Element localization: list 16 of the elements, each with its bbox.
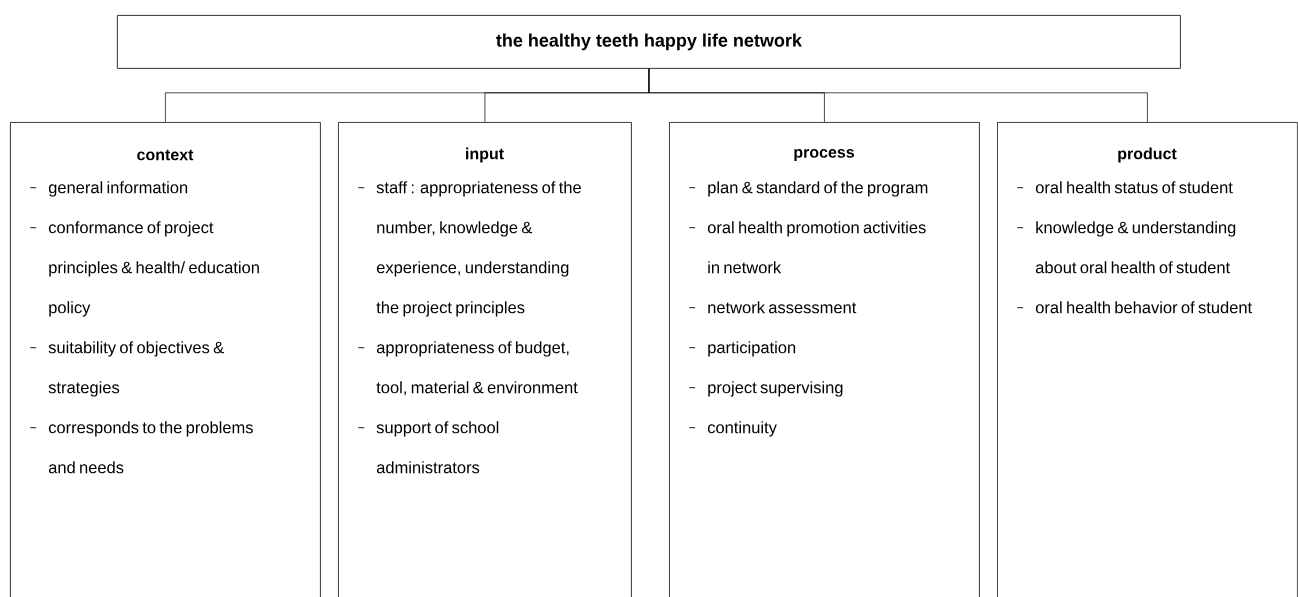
list-item: project supervising bbox=[688, 381, 843, 397]
title-box: the healthy teeth happy life network bbox=[117, 15, 1181, 69]
column-box: process plan & standard of the program oral health promotion activities in network network assessment participation project supervising continuity bbox=[669, 122, 980, 597]
list-item: plan & standard of the program bbox=[688, 181, 928, 197]
column-box: product oral health status of student knowledge & understanding about oral health of student oral health behavior of student bbox=[997, 122, 1298, 597]
connector-line bbox=[648, 68, 1148, 123]
list-item: participation bbox=[688, 341, 796, 357]
list-item: oral health behavior of student bbox=[1016, 301, 1252, 314]
column-box: context general information conformance of project principles & health/ education policy suitability of objectives & strategies corresponds to the problems and needs bbox=[10, 122, 321, 597]
list-item: corresponds to the problems and needs bbox=[29, 421, 253, 474]
list-item: general information bbox=[29, 181, 188, 197]
list-item: continuity bbox=[688, 421, 777, 437]
list-item: oral health status of student bbox=[1016, 181, 1233, 194]
list-item: support of school administrators bbox=[357, 421, 499, 474]
list-item: network assessment bbox=[688, 301, 857, 314]
column-box: input staff : appropriateness of the number, knowledge & experience, understanding the project principles appropriateness of budget, tool, material & environment support of school administrators bbox=[338, 122, 632, 597]
